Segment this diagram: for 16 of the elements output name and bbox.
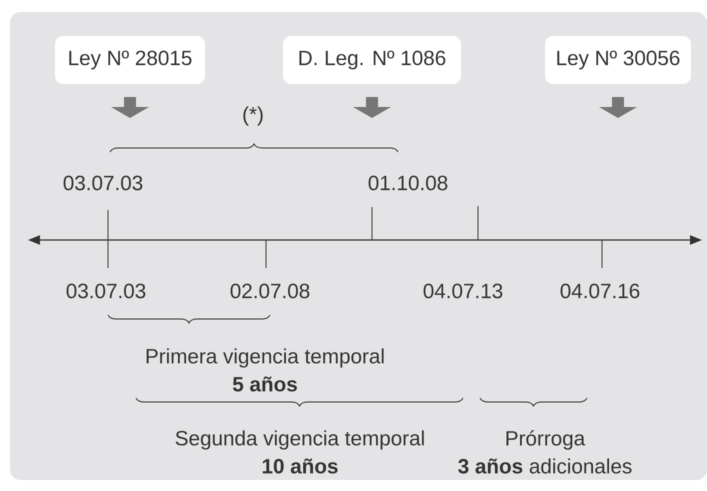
law-box: Ley Nº 28015 [55, 36, 205, 84]
duration-label: 5 años [232, 376, 297, 392]
date-label: 03.07.03 [66, 284, 146, 298]
date-label: 01.10.08 [368, 176, 448, 190]
period-label: Prórroga [506, 430, 586, 450]
date-label: 04.07.13 [424, 284, 502, 298]
law-box: Ley Nº 30056 [545, 36, 691, 84]
period-label: Primera vigencia temporal [146, 348, 384, 368]
period-label: Segunda vigencia temporal [176, 430, 424, 450]
date-label: 02.07.08 [230, 284, 310, 298]
duration-label: 3 años adicionales [458, 458, 632, 474]
date-label: 03.07.03 [64, 176, 142, 190]
date-label: 04.07.16 [560, 284, 640, 298]
law-box: D. Leg. Nº 1086 [283, 36, 461, 84]
note-label: (*) [243, 106, 263, 126]
duration-label: 10 años [262, 458, 338, 474]
